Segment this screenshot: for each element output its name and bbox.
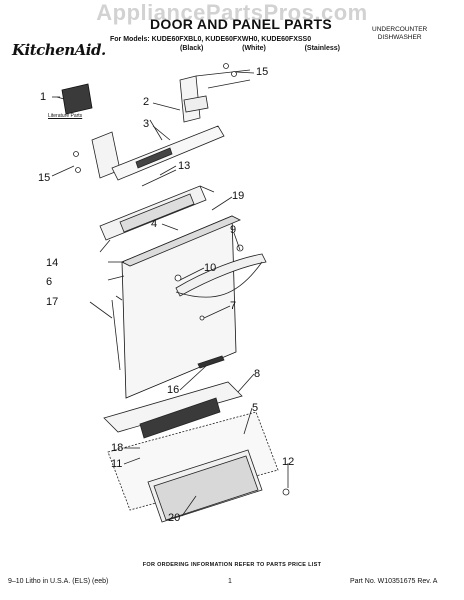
callout-9: 9 <box>230 224 237 236</box>
handle-drawing <box>174 244 267 321</box>
door-panel-drawing <box>111 215 241 399</box>
door-bracket-drawing <box>91 69 251 179</box>
callout-5: 5 <box>252 402 259 414</box>
callout-3: 3 <box>143 118 150 130</box>
literature-parts-label: Literature Parts <box>48 113 83 119</box>
callout-4: 4 <box>151 218 158 230</box>
ordering-note: FOR ORDERING INFORMATION REFER TO PARTS … <box>142 562 322 568</box>
page-title: DOOR AND PANEL PARTS <box>150 16 333 32</box>
variant-white: (White) <box>242 45 266 52</box>
variant-stainless: (Stainless) <box>304 45 340 52</box>
litho-info: 9–10 Litho in U.S.A. (ELS) (eeb) <box>8 578 109 585</box>
product-type: UNDERCOUNTER DISHWASHER <box>372 26 427 42</box>
part-number: Part No. W10351675 Rev. A <box>350 578 438 585</box>
product-type-line2: DISHWASHER <box>377 34 422 41</box>
callout-13: 13 <box>178 160 191 172</box>
toe-panel-lower-drawing <box>107 411 290 523</box>
watermark: AppliancePartsPros.com <box>96 0 368 25</box>
screw-drawings <box>73 63 237 173</box>
console-drawing <box>99 185 215 253</box>
control-panel-drawing <box>111 119 225 187</box>
callout-19: 19 <box>232 190 245 202</box>
callout-10: 10 <box>204 262 217 274</box>
product-type-line1: UNDERCOUNTER <box>372 26 428 33</box>
leader-lines <box>51 71 289 517</box>
callout-12: 12 <box>282 456 295 468</box>
callout-11: 11 <box>111 458 123 470</box>
callout-20: 20 <box>168 512 181 524</box>
callout-6: 6 <box>46 276 53 288</box>
callout-1: 1 <box>40 91 47 103</box>
callout-15-top: 15 <box>256 66 269 78</box>
callout-15-left: 15 <box>38 172 51 184</box>
callout-18: 18 <box>111 442 124 454</box>
page-number: 1 <box>228 578 232 585</box>
callout-14: 14 <box>46 257 59 269</box>
callout-17: 17 <box>46 296 59 308</box>
callout-16: 16 <box>167 384 180 396</box>
callout-8: 8 <box>254 368 261 380</box>
variant-black: (Black) <box>180 45 204 52</box>
callout-2: 2 <box>143 96 150 108</box>
literature-parts-drawing <box>56 83 93 115</box>
models-line: For Models: KUDE60FXBL0, KUDE60FXWH0, KU… <box>110 36 312 43</box>
toe-panel-upper-drawing <box>103 381 243 453</box>
callout-7: 7 <box>230 300 237 312</box>
variant-labels: (Black) (White) (Stainless) <box>180 45 340 52</box>
brand-logo: KitchenAid. <box>12 41 106 59</box>
